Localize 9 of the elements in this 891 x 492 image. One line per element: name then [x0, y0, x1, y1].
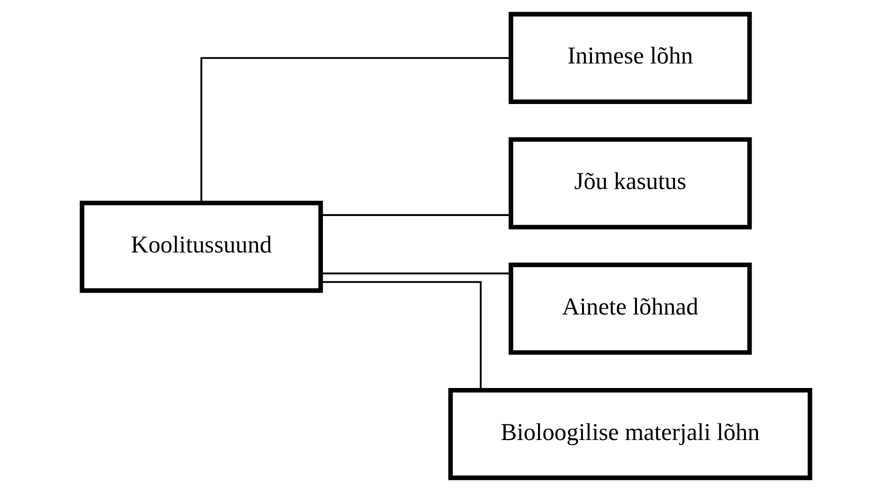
node-box: Koolitussuund	[79, 200, 322, 293]
node-box: Inimese lõhn	[508, 12, 752, 104]
connector	[320, 214, 510, 216]
connector	[320, 272, 510, 274]
connector	[200, 57, 510, 202]
node-box: Bioloogilise materjali lõhn	[448, 388, 812, 480]
connector	[320, 281, 482, 390]
node-box: Jõu kasutus	[508, 137, 752, 230]
node-box: Ainete lõhnad	[508, 262, 752, 355]
